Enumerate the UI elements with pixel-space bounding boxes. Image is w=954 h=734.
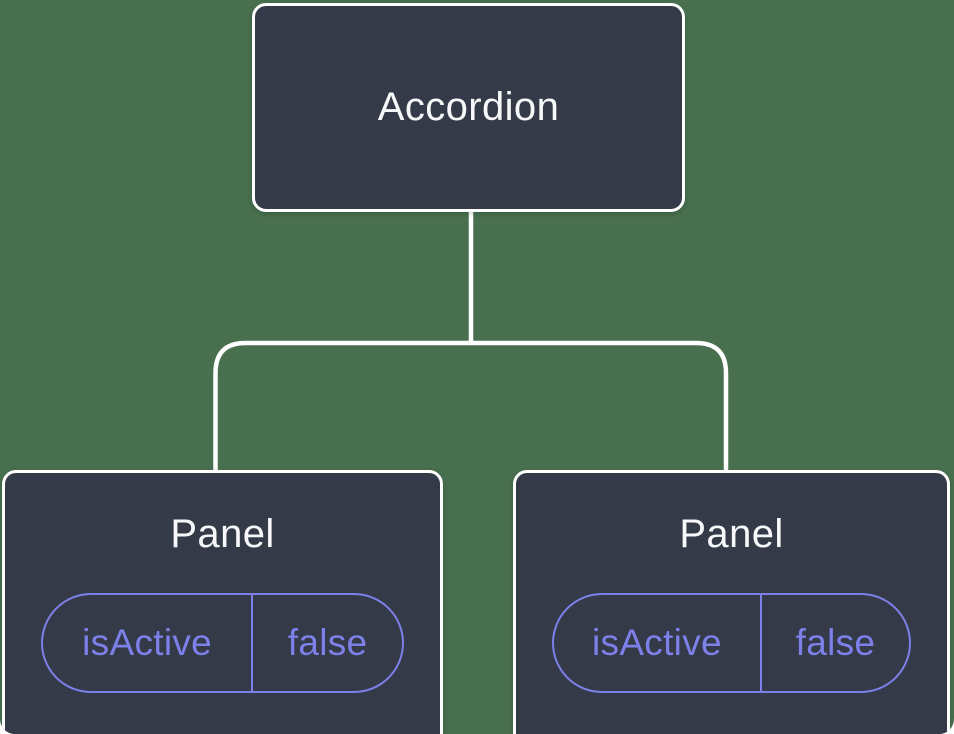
panel-1-label: Panel <box>170 512 275 556</box>
state-key-label: isActive <box>592 622 722 663</box>
panel-2-label: Panel <box>679 512 784 556</box>
state-key-cell: isActive <box>43 595 254 691</box>
state-key-cell: isActive <box>554 595 762 691</box>
panel-1-state-pill: isActive false <box>41 593 404 693</box>
node-accordion: Accordion <box>252 3 685 212</box>
state-value-cell: false <box>762 595 909 691</box>
state-value-cell: false <box>253 595 402 691</box>
state-value-label: false <box>795 622 876 663</box>
accordion-label: Accordion <box>377 85 560 129</box>
node-panel-2: Panel isActive false <box>513 470 950 734</box>
node-panel-1: Panel isActive false <box>2 470 443 734</box>
state-value-label: false <box>287 622 368 663</box>
children-connector-line <box>213 340 729 471</box>
state-key-label: isActive <box>82 622 213 663</box>
panel-2-state-pill: isActive false <box>552 593 911 693</box>
